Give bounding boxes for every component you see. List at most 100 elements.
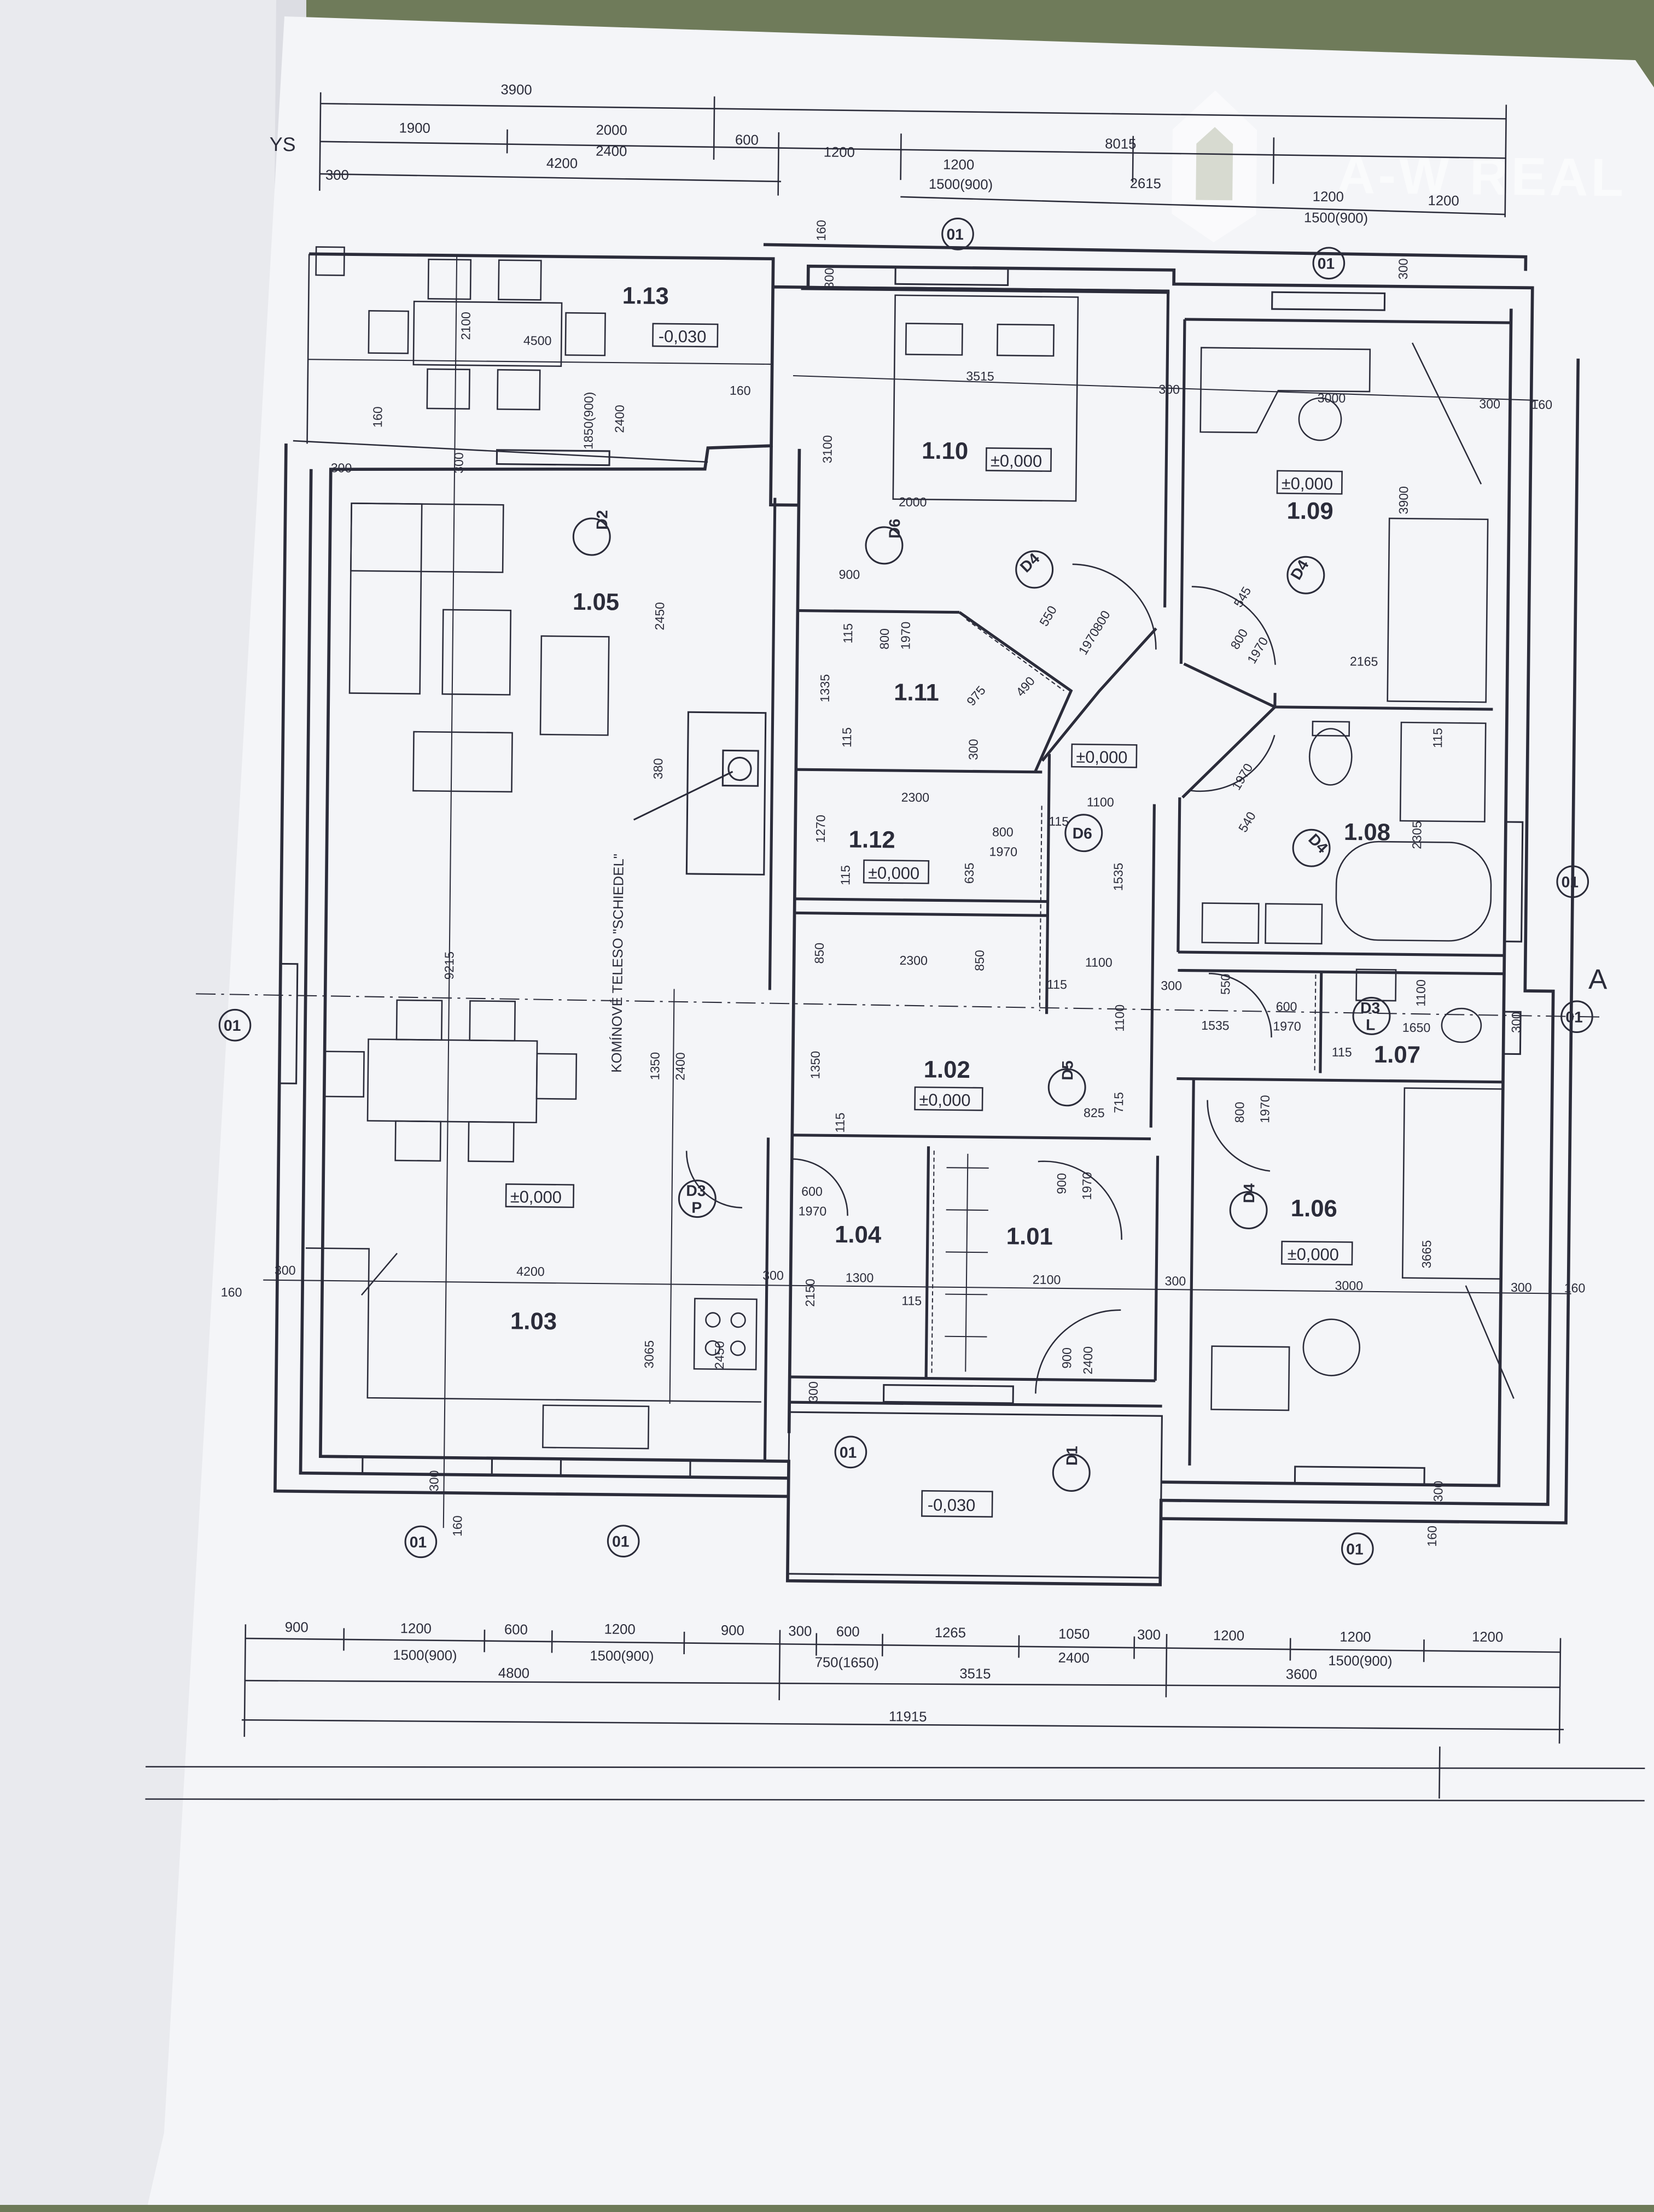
window-tag: 01 — [946, 225, 964, 243]
dim-value: 4800 — [498, 1666, 529, 1682]
dim-value: 850 — [972, 950, 987, 971]
level-mark: -0,030 — [928, 1495, 976, 1515]
dim-value: 900 — [721, 1623, 744, 1638]
dim-value: 115 — [841, 623, 855, 644]
dim-value: 1270 — [813, 815, 828, 843]
dim-value: 800 — [877, 628, 892, 650]
dim-value: 800 — [1227, 626, 1250, 651]
dim-value: 2400 — [612, 405, 627, 433]
dim-value: 3600 — [1286, 1667, 1317, 1683]
dim-value: 1200 — [1213, 1628, 1244, 1644]
dim-value: 1100 — [1413, 979, 1428, 1007]
room-level: ±0,000 — [1282, 474, 1333, 493]
room-label: 1.01 — [1006, 1223, 1053, 1250]
dim-value: 2615 — [1130, 176, 1161, 192]
dim-value: 9215 — [442, 952, 457, 980]
terrace-table — [368, 259, 606, 410]
room-label: 1.03 — [510, 1308, 557, 1335]
window-tag: 01 — [1346, 1540, 1364, 1557]
room-label: 1.07 — [1374, 1041, 1421, 1069]
dim-value: 2300 — [899, 953, 928, 968]
dim-value: 3515 — [966, 369, 994, 383]
bottom-dimension-values: 900 1200 600 1200 900 300 600 1265 1050 … — [284, 1617, 1503, 1731]
dim-value: 3665 — [1419, 1240, 1434, 1269]
dim-value: 1500(900) — [393, 1648, 457, 1664]
dim-value: 545 — [1231, 584, 1254, 609]
dim-value: 3065 — [642, 1340, 656, 1369]
dim-value: 1200 — [1428, 193, 1459, 209]
window-tag: 01 — [224, 1017, 241, 1034]
level-mark: ±0,000 — [1076, 747, 1127, 767]
dim-value: 8015 — [1105, 136, 1136, 152]
dim-value: 115 — [1430, 728, 1445, 748]
dim-value: 300 — [1396, 258, 1410, 279]
dim-value: 1500(900) — [1328, 1653, 1392, 1669]
living-sofa — [348, 503, 610, 792]
dim-value: 2400 — [596, 144, 627, 160]
dim-value: 300 — [762, 1268, 784, 1282]
dim-value: 115 — [901, 1293, 922, 1308]
dim-value: 900 — [839, 567, 860, 581]
dim-value: 160 — [1531, 397, 1552, 411]
room-label: 1.13 — [622, 282, 669, 310]
dim-value: 3900 — [1396, 486, 1411, 515]
dim-value: 550 — [1218, 973, 1232, 995]
dim-value: 1970 — [1244, 634, 1271, 666]
dim-value: 1650 — [1402, 1020, 1431, 1035]
watermark-text: A-W REAL — [1336, 145, 1627, 208]
door-tag: D6 — [886, 518, 903, 538]
dim-value: 800 — [992, 825, 1014, 839]
door-tag: D5 — [1058, 1060, 1076, 1080]
dim-value: 300 — [788, 1624, 812, 1639]
dim-value: 600 — [1276, 999, 1297, 1013]
window-tag: 01 — [1565, 1008, 1583, 1025]
dim-value: 1200 — [824, 144, 855, 160]
dim-value: 1200 — [604, 1622, 635, 1638]
dim-value: 160 — [814, 220, 828, 241]
wall-hatching — [931, 619, 1319, 1380]
dim-value: 300 — [451, 452, 465, 474]
door-tag: D4 — [1240, 1183, 1257, 1204]
dim-value: 300 — [275, 1263, 296, 1277]
dim-value: 600 — [735, 132, 759, 148]
dim-value: 1500(900) — [929, 177, 993, 192]
dim-value: 2450 — [653, 602, 667, 631]
room-label: 1.08 — [1344, 819, 1391, 846]
dim-value: 1300 — [846, 1270, 874, 1285]
dim-value: 1100 — [1113, 1005, 1127, 1032]
door-tag: D2 — [593, 510, 610, 530]
dim-value: 300 — [1137, 1627, 1161, 1643]
dim-value: 300 — [806, 1381, 820, 1403]
terrace-outline — [293, 247, 710, 462]
dim-value: 115 — [1047, 977, 1067, 991]
room-level: ±0,000 — [868, 863, 919, 883]
dim-value: 300 — [822, 268, 836, 289]
door-tag-labels: D2 D6 D4 D4 D6 D4 D3 L D5 D3 P D4 D1 — [583, 510, 1385, 1469]
door-tag: D4 — [1305, 830, 1331, 856]
room-label: 1.11 — [894, 679, 939, 706]
dim-value: 1200 — [1339, 1630, 1371, 1645]
window-tag: 01 — [612, 1532, 630, 1550]
dim-value: 1100 — [1085, 955, 1113, 970]
dim-value: 635 — [962, 862, 976, 884]
window-tag: 01 — [410, 1533, 427, 1550]
room-label: 1.05 — [573, 588, 620, 616]
room-label: 1.12 — [848, 826, 895, 854]
stairs-hall — [945, 1153, 989, 1371]
dim-value: 3000 — [1318, 391, 1346, 406]
window-tags — [214, 211, 1600, 1569]
entrance-porch — [788, 1412, 1162, 1578]
dim-value: 300 — [427, 1470, 441, 1491]
dim-value: 160 — [221, 1285, 242, 1299]
dim-value: 115 — [1049, 814, 1069, 828]
dim-value: 300 — [1479, 396, 1500, 411]
door-tag: D3 — [1360, 999, 1380, 1017]
dim-value: 160 — [370, 406, 385, 428]
dim-value: 900 — [285, 1620, 308, 1635]
dim-value: 850 — [812, 943, 826, 964]
room-level: ±0,000 — [919, 1090, 970, 1110]
dim-value: 1500(900) — [590, 1648, 654, 1664]
window-tag: 01 — [1562, 873, 1579, 890]
dim-value: 3000 — [1335, 1279, 1363, 1293]
